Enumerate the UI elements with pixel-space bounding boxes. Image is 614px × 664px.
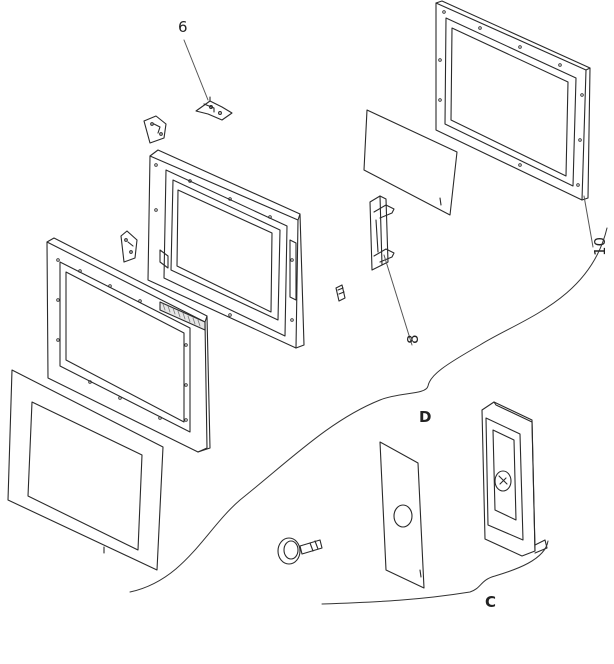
glass-panel <box>363 109 458 216</box>
leader-6 <box>183 39 209 101</box>
outer-door-panel <box>7 369 164 571</box>
leader-8 <box>383 254 413 346</box>
label-6: 6 <box>178 18 188 36</box>
label-c: C <box>485 593 496 611</box>
group-d-connector <box>129 227 608 593</box>
label-d: D <box>419 408 431 426</box>
leader-10 <box>583 195 594 248</box>
control-knob <box>277 537 323 565</box>
group-c-connector <box>321 540 549 605</box>
label-10: 10 <box>591 237 609 256</box>
part-8-latch-hook <box>369 195 395 271</box>
door-frame <box>46 237 211 453</box>
control-panel-housing <box>481 401 548 557</box>
middle-door-frame <box>147 149 305 349</box>
bracket-top <box>143 115 167 144</box>
part-10-back-door-frame <box>435 0 591 201</box>
part-6-hinge-bracket <box>195 96 233 121</box>
control-panel-overlay <box>379 441 425 589</box>
bracket-left <box>120 230 138 263</box>
latch-spring <box>335 284 346 302</box>
label-8: 8 <box>404 334 422 344</box>
